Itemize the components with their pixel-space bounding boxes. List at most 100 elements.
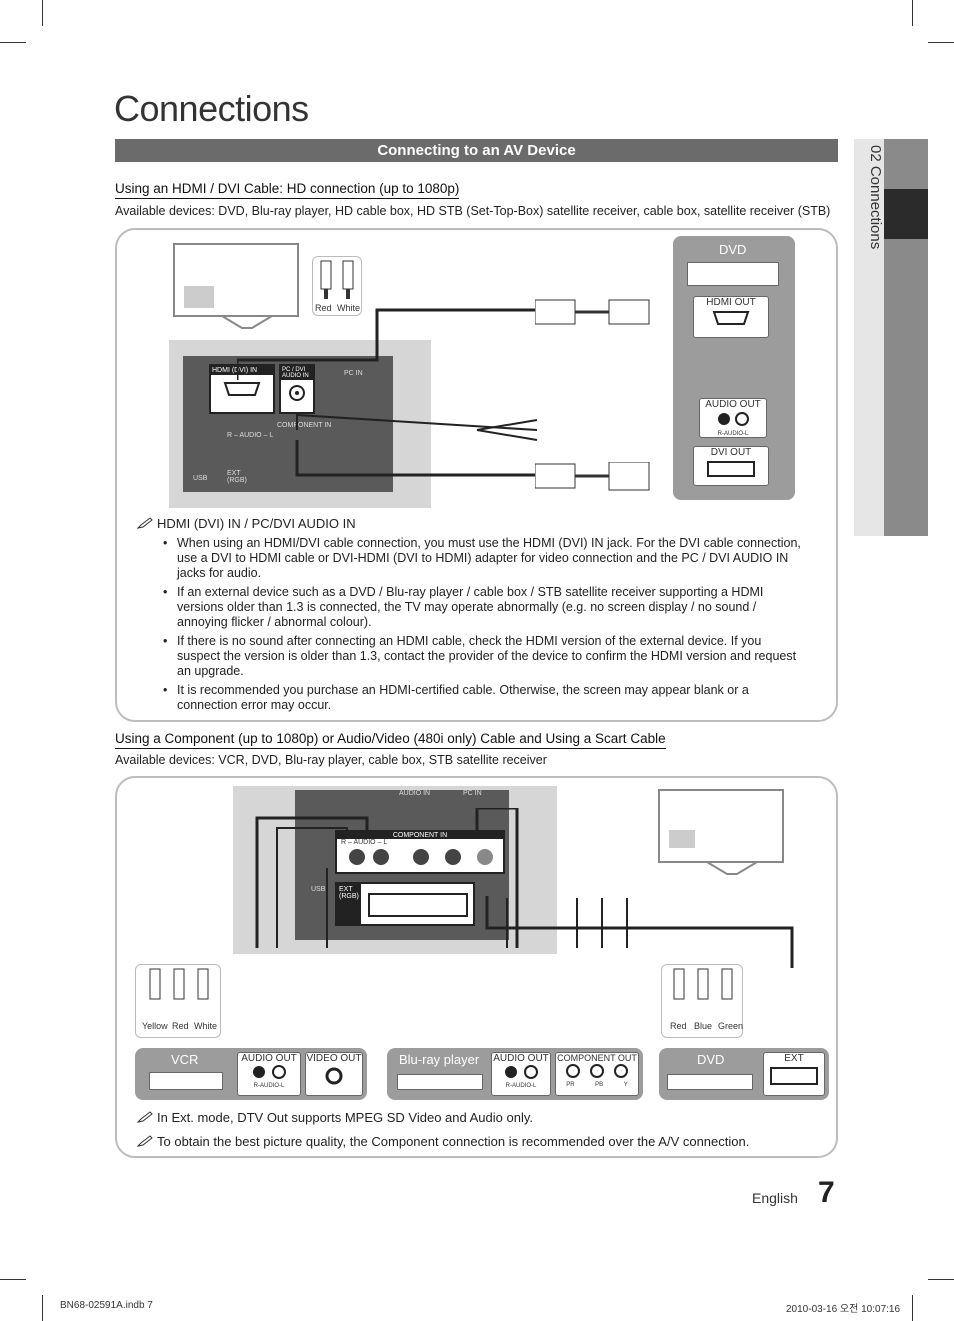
plug-label-blue: Blue bbox=[694, 1021, 713, 1031]
component-out-label: COMPONENT OUT bbox=[557, 1053, 637, 1063]
plug-label-green: Green bbox=[718, 1021, 744, 1031]
audio-sub-label: R-AUDIO-L bbox=[253, 1083, 285, 1089]
page-title: Connections bbox=[114, 88, 309, 129]
audio-in-label: AUDIO IN bbox=[399, 790, 431, 797]
hdmi-port-icon bbox=[223, 382, 261, 396]
crop-mark bbox=[928, 1279, 954, 1280]
dvd-device-name: DVD bbox=[697, 1052, 725, 1067]
vcr-plugs-group: Yellow Red White bbox=[135, 964, 221, 1038]
plug-label-white: White bbox=[337, 303, 361, 313]
audio-out-port: AUDIO OUT R-AUDIO-L bbox=[699, 398, 767, 438]
cable-lines bbox=[237, 308, 538, 477]
dvd-device-box: DVD EXT bbox=[659, 1048, 829, 1100]
footer-language: English bbox=[752, 1190, 798, 1206]
dvi-out-label: DVI OUT bbox=[710, 447, 752, 458]
pc-dvi-audio-label: PC / DVI AUDIO IN bbox=[281, 366, 313, 380]
hdmi-dvi-in-port: HDMI (DVI) IN bbox=[209, 364, 275, 414]
hdmi-out-label: HDMI OUT bbox=[706, 297, 756, 308]
scart-port-icon bbox=[368, 893, 468, 917]
plug-label-red: Red bbox=[172, 1021, 189, 1031]
crop-mark bbox=[912, 0, 913, 26]
bluray-device-name: Blu-ray player bbox=[399, 1052, 480, 1067]
pencil-icon bbox=[137, 517, 153, 529]
component-sub-y: Y bbox=[623, 1082, 628, 1088]
cable-lines bbox=[255, 808, 794, 968]
audio-sub-label: R-AUDIO-L bbox=[717, 431, 749, 437]
bluray-device-box: Blu-ray player AUDIO OUT R-AUDIO-L COMPO… bbox=[387, 1048, 643, 1100]
audio-plugs-group: Red White bbox=[312, 256, 362, 316]
quality-note: To obtain the best picture quality, the … bbox=[137, 1134, 749, 1149]
list-item: When using an HDMI/DVI cable connection,… bbox=[163, 536, 803, 581]
bluray-audio-out-port: AUDIO OUT R-AUDIO-L bbox=[491, 1052, 551, 1096]
hdmi-bullet-list: When using an HDMI/DVI cable connection,… bbox=[163, 536, 803, 717]
dvd-player-icon bbox=[687, 262, 779, 286]
component-in-label: COMPONENT IN bbox=[277, 422, 332, 429]
audio-out-label: AUDIO OUT bbox=[241, 1053, 297, 1064]
component-heading: Using a Component (up to 1080p) or Audio… bbox=[115, 731, 666, 749]
quality-note-text: To obtain the best picture quality, the … bbox=[157, 1134, 750, 1149]
video-jack-icon bbox=[325, 1067, 343, 1085]
vcr-audio-out-port: AUDIO OUT R-AUDIO-L bbox=[237, 1052, 301, 1096]
hdmi-out-port: HDMI OUT bbox=[693, 296, 769, 338]
section-title: Connecting to an AV Device bbox=[115, 139, 838, 162]
crop-mark bbox=[0, 42, 26, 43]
crop-mark bbox=[42, 0, 43, 26]
footer-file: BN68-02591A.indb 7 bbox=[60, 1300, 153, 1311]
hdmi-diagram-panel: Red White HDMI (DVI) IN PC / DVI AUDIO I… bbox=[115, 228, 838, 722]
dvd-ext-port: EXT bbox=[763, 1052, 825, 1096]
audio-label: R – AUDIO – L bbox=[227, 432, 274, 439]
rca-plug-icon bbox=[673, 968, 733, 1000]
side-tab-block bbox=[884, 239, 928, 536]
pc-dvi-audio-in-port: PC / DVI AUDIO IN bbox=[279, 364, 315, 414]
dvi-port-icon bbox=[707, 461, 755, 477]
side-tab-label: 02 Connections bbox=[867, 145, 884, 250]
audio-label: R – AUDIO – L bbox=[341, 839, 388, 846]
plug-label-red: Red bbox=[670, 1021, 687, 1031]
side-tab-block bbox=[884, 139, 928, 189]
dvi-cable-icon bbox=[535, 462, 650, 491]
pc-in-label: PC IN bbox=[344, 370, 363, 377]
tv-illustration bbox=[658, 789, 784, 875]
usb-label: USB bbox=[193, 475, 208, 482]
component-available-devices: Available devices: VCR, DVD, Blu-ray pla… bbox=[115, 753, 547, 767]
hdmi-available-devices: Available devices: DVD, Blu-ray player, … bbox=[115, 204, 831, 218]
dvd-device-name: DVD bbox=[719, 242, 747, 257]
page-number: 7 bbox=[818, 1176, 835, 1209]
video-out-label: VIDEO OUT bbox=[306, 1053, 362, 1064]
audio-jacks-icon bbox=[718, 412, 749, 426]
rca-jacks-icon bbox=[349, 849, 493, 865]
plug-label-white: White bbox=[194, 1021, 218, 1031]
usb-label: USB bbox=[311, 886, 326, 893]
tv-illustration bbox=[173, 243, 299, 329]
bluray-icon bbox=[397, 1074, 483, 1090]
tv-back-panel: AUDIO IN PC IN COMPONENT IN R – AUDIO – … bbox=[233, 786, 557, 954]
vcr-video-out-port: VIDEO OUT bbox=[305, 1052, 363, 1096]
component-in-label: COMPONENT IN bbox=[337, 832, 503, 839]
footer-timestamp: 2010-03-16 오전 10:07:16 bbox=[786, 1304, 901, 1315]
crop-mark bbox=[0, 1279, 26, 1280]
ext-rgb-port: EXT (RGB) bbox=[335, 882, 475, 926]
ext-label: EXT (RGB) bbox=[227, 470, 247, 484]
component-diagram-panel: AUDIO IN PC IN COMPONENT IN R – AUDIO – … bbox=[115, 776, 838, 1158]
component-sub-pb: PB bbox=[595, 1082, 604, 1088]
pencil-icon bbox=[137, 1135, 153, 1147]
ext-mode-note-text: In Ext. mode, DTV Out supports MPEG SD V… bbox=[157, 1110, 533, 1125]
component-in-port: COMPONENT IN R – AUDIO – L bbox=[335, 830, 505, 874]
crop-mark bbox=[912, 1295, 913, 1321]
pencil-icon bbox=[137, 1111, 153, 1123]
ext-label: EXT (RGB) bbox=[337, 884, 361, 924]
dvd-device-box: DVD HDMI OUT AUDIO OUT R-AUDIO-L DVI OUT bbox=[673, 236, 795, 500]
plug-label-red: Red bbox=[315, 303, 332, 313]
component-jacks-icon bbox=[566, 1064, 628, 1078]
plug-label-yellow: Yellow bbox=[142, 1021, 168, 1031]
component-sub-pr: PR bbox=[566, 1082, 575, 1088]
hdmi-note: HDMI (DVI) IN / PC/DVI AUDIO IN bbox=[137, 516, 356, 531]
audio-jack-icon bbox=[289, 385, 305, 401]
audio-jacks-icon bbox=[505, 1065, 538, 1079]
audio-out-label: AUDIO OUT bbox=[705, 399, 761, 410]
list-item: It is recommended you purchase an HDMI-c… bbox=[163, 683, 803, 713]
rca-plug-icon bbox=[320, 260, 354, 299]
pc-in-label: PC IN bbox=[463, 790, 482, 797]
hdmi-heading: Using an HDMI / DVI Cable: HD connection… bbox=[115, 181, 460, 199]
hdmi-dvi-in-label: HDMI (DVI) IN bbox=[211, 366, 273, 375]
